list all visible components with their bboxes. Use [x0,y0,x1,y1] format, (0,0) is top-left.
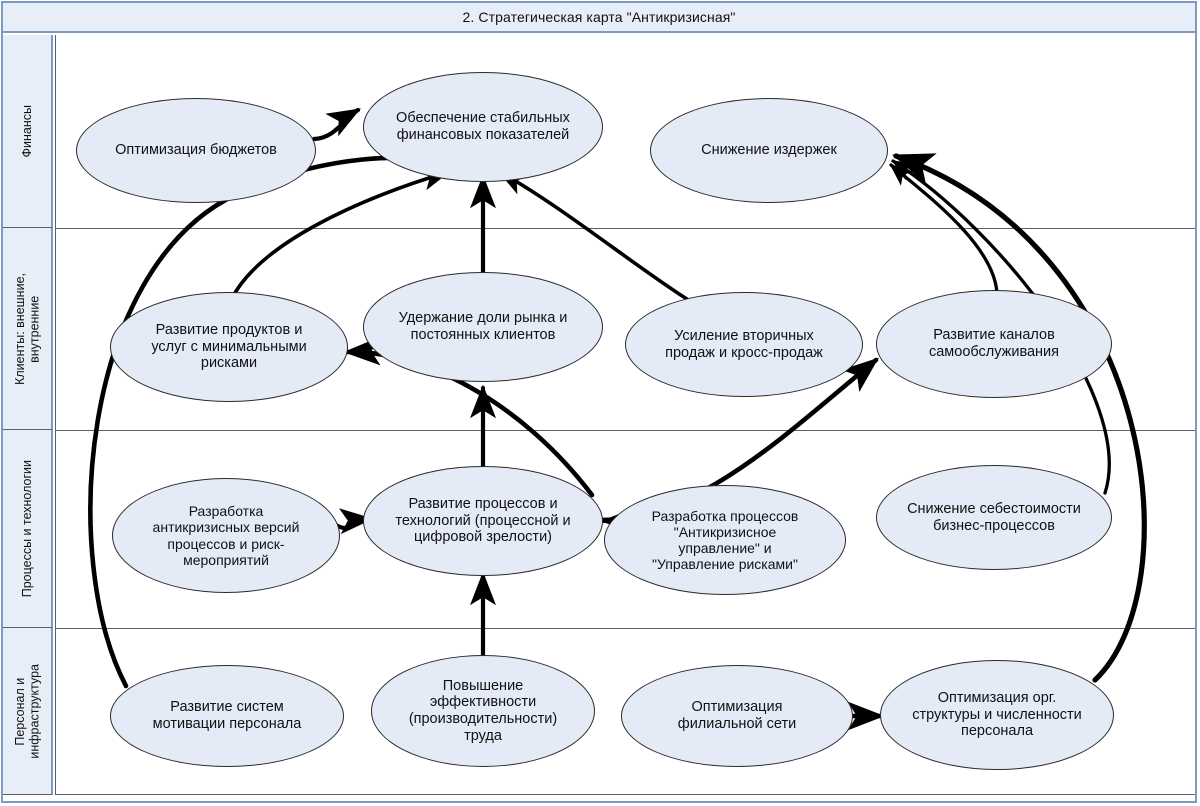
node-label: Развитие каналов самообслуживания [928,327,1060,360]
band-separator-2 [55,430,1195,431]
node-business-process-cost[interactable]: Снижение себестоимости бизнес-процессов [876,465,1112,570]
perspective-label-clients: Клиенты: внешние, внутренние [12,272,41,385]
node-staff-motivation-systems[interactable]: Развитие систем мотивации персонала [110,665,344,767]
node-label: Оптимизация орг. структуры и численности… [912,689,1082,740]
diagram-title-bar: 2. Стратегическая карта "Антикризисная" [3,3,1195,33]
node-label: Разработка антикризисных версий процессо… [152,503,300,568]
node-low-risk-products[interactable]: Развитие продуктов и услуг с минимальным… [110,292,348,402]
band-separator-3 [55,628,1195,629]
node-labour-productivity[interactable]: Повышение эффективности (производительно… [371,655,595,767]
node-label: Развитие систем мотивации персонала [152,699,302,732]
perspective-label-people: Персонал и инфраструктура [12,663,41,759]
node-market-share-retention[interactable]: Удержание доли рынка и постоянных клиент… [363,272,603,382]
perspective-label-finance: Финансы [19,104,34,158]
node-label: Обеспечение стабильных финансовых показа… [396,110,570,143]
node-org-structure-headcount[interactable]: Оптимизация орг. структуры и численности… [880,660,1114,770]
diagram-canvas [55,35,1195,795]
perspective-label-processes: Процессы и технологии [19,459,34,598]
node-stable-financial-indicators[interactable]: Обеспечение стабильных финансовых показа… [363,72,603,182]
node-label: Снижение издержек [701,142,837,159]
node-optimization-budgets[interactable]: Оптимизация бюджетов [76,98,316,203]
node-label: Усиление вторичных продаж и кросс-продаж [665,327,823,361]
node-label: Развитие продуктов и услуг с минимальным… [151,321,307,372]
band-separator-1 [55,228,1195,229]
perspective-band-processes: Процессы и технологии [3,430,53,628]
node-label: Снижение себестоимости бизнес-процессов [907,500,1081,534]
node-crisis-process-versions[interactable]: Разработка антикризисных версий процессо… [112,478,340,593]
node-branch-network-optimization[interactable]: Оптимизация филиальной сети [621,665,853,767]
node-label: Оптимизация бюджетов [115,142,277,159]
node-label: Развитие процессов и технологий (процесс… [395,495,571,546]
node-label: Удержание доли рынка и постоянных клиент… [398,310,568,343]
node-label: Оптимизация филиальной сети [677,699,797,732]
page-title: 2. Стратегическая карта "Антикризисная" [462,9,736,25]
perspective-band-clients: Клиенты: внешние, внутренние [3,228,53,430]
node-label: Повышение эффективности (производительно… [408,677,558,744]
node-secondary-cross-sales[interactable]: Усиление вторичных продаж и кросс-продаж [625,292,863,397]
perspective-band-finance: Финансы [3,35,53,228]
node-label: Разработка процессов "Антикризисное упра… [651,507,799,573]
node-process-tech-development[interactable]: Развитие процессов и технологий (процесс… [363,466,603,576]
node-cost-reduction[interactable]: Снижение издержек [650,98,888,203]
node-crisis-risk-management-processes[interactable]: Разработка процессов "Антикризисное упра… [604,485,846,595]
node-self-service-channels[interactable]: Развитие каналов самообслуживания [876,290,1112,398]
perspective-band-people: Персонал и инфраструктура [3,628,53,795]
